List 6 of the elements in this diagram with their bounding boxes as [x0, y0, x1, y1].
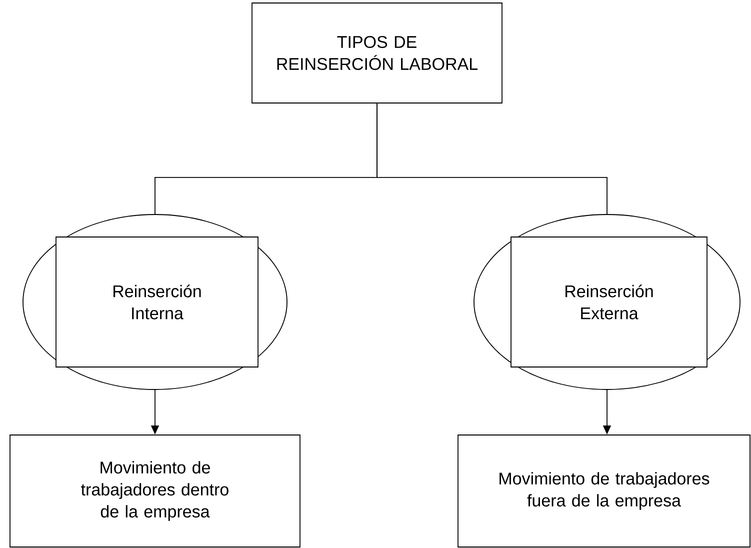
connector	[376, 103, 608, 214]
title-box: TIPOS DE REINSERCIÓN LABORAL	[252, 2, 502, 104]
category-box: Reinserción Interna	[56, 236, 258, 368]
description-box: Movimiento de trabajadores dentro de la empresa	[10, 434, 300, 548]
description-box: Movimiento de trabajadores fuera de la empresa	[458, 434, 750, 548]
category-box: Reinserción Externa	[510, 236, 708, 368]
